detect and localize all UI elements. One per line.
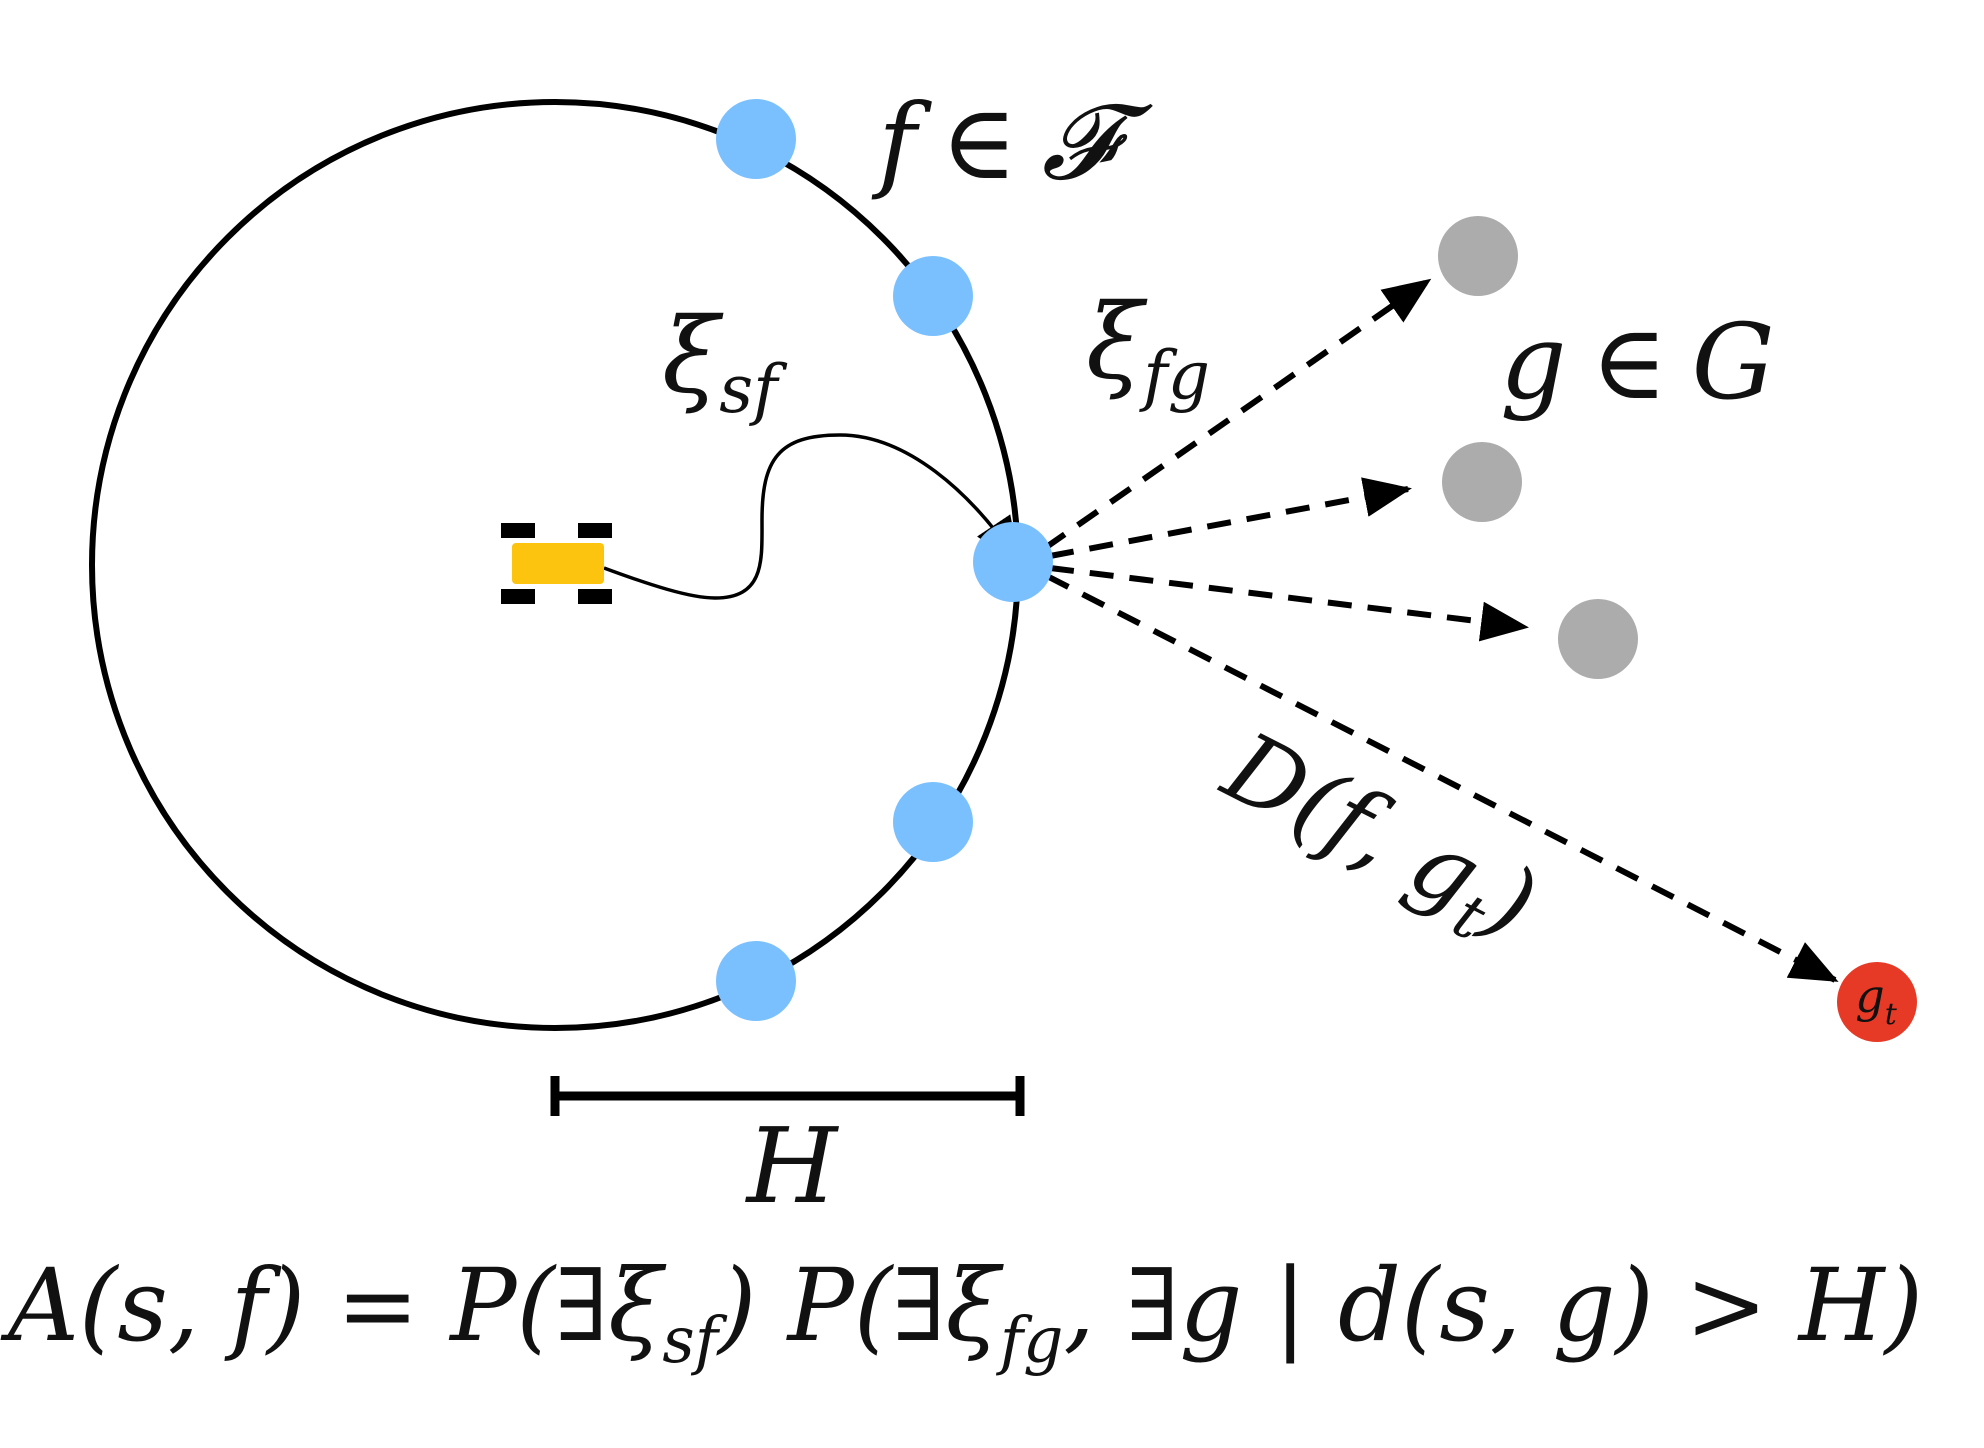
target-goal-label: gt (1855, 969, 1897, 1032)
formula: A(s, f) = P(∃ξsf) P(∃ξfg, ∃g | d(s, g) >… (0, 1247, 1923, 1378)
frontier-node-lower (893, 782, 973, 862)
robot-icon (501, 523, 612, 604)
path-xi-sf (603, 433, 1021, 600)
goal-node-1 (1438, 216, 1518, 296)
frontier-node-top (716, 99, 796, 179)
goal-node-2 (1442, 442, 1522, 522)
target-goal-node (1837, 962, 1917, 1042)
horizon-scale-bar (550, 1076, 1025, 1116)
frontier-node-upper (893, 256, 973, 336)
arrow-to-target-goal (1045, 573, 1839, 983)
xi-sf-label: ξsf (662, 295, 788, 428)
xi-fg-label: ξfg (1086, 281, 1210, 414)
frontier-set-label: f∈𝓕 (871, 81, 1153, 203)
arrow-to-goal-2 (1049, 477, 1412, 559)
horizon-label: H (745, 1105, 840, 1227)
goal-set-label: g∈G (1500, 301, 1775, 423)
goal-node-3 (1558, 599, 1638, 679)
frontier-node-bottom (716, 941, 796, 1021)
frontier-node-active (973, 522, 1053, 602)
distance-label: D(f, gt) (1200, 710, 1553, 972)
arrow-to-goal-3 (1049, 565, 1529, 642)
